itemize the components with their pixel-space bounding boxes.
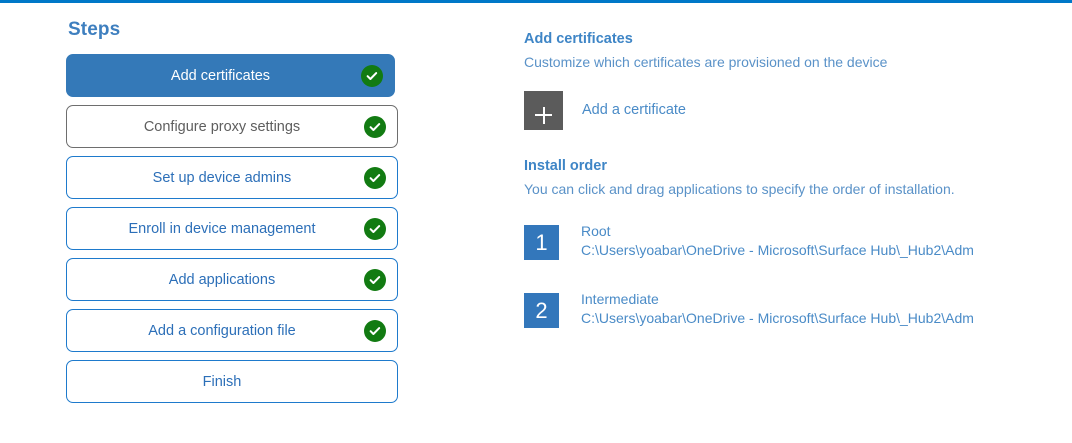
install-order-subtitle: You can click and drag applications to s…	[524, 181, 955, 197]
step-item-configure-proxy-settings[interactable]: Configure proxy settings	[66, 105, 398, 148]
plus-icon	[524, 91, 563, 130]
order-item-text: Intermediate C:\Users\yoabar\OneDrive - …	[581, 290, 974, 328]
step-label: Finish	[202, 373, 242, 390]
step-label: Add certificates	[170, 67, 271, 84]
step-label: Enroll in device management	[128, 220, 316, 237]
add-a-certificate-button[interactable]: Add a certificate	[524, 91, 714, 130]
install-order-item[interactable]: 1 Root C:\Users\yoabar\OneDrive - Micros…	[524, 222, 1044, 260]
check-circle-icon	[364, 268, 386, 291]
install-order-list: 1 Root C:\Users\yoabar\OneDrive - Micros…	[524, 222, 1044, 328]
certificate-name: Intermediate	[581, 291, 659, 307]
install-order-title: Install order	[524, 158, 607, 174]
detail-title: Add certificates	[524, 31, 633, 47]
order-number-badge: 1	[524, 225, 559, 260]
step-label: Add applications	[168, 271, 276, 288]
step-item-add-applications[interactable]: Add applications	[66, 258, 398, 301]
top-accent-rule	[0, 0, 1072, 3]
steps-heading: Steps	[68, 19, 121, 40]
certificate-name: Root	[581, 223, 611, 239]
install-order-block: Install order You can click and drag app…	[524, 157, 1044, 328]
step-item-add-a-configuration-file[interactable]: Add a configuration file	[66, 309, 398, 352]
check-circle-icon	[364, 166, 386, 189]
order-number-badge: 2	[524, 293, 559, 328]
step-item-set-up-device-admins[interactable]: Set up device admins	[66, 156, 398, 199]
add-a-certificate-label: Add a certificate	[582, 102, 686, 118]
check-circle-icon	[361, 64, 383, 87]
detail-subtitle: Customize which certificates are provisi…	[524, 54, 888, 70]
certificate-path: C:\Users\yoabar\OneDrive - Microsoft\Sur…	[581, 310, 974, 326]
order-item-text: Root C:\Users\yoabar\OneDrive - Microsof…	[581, 222, 974, 260]
certificate-path: C:\Users\yoabar\OneDrive - Microsoft\Sur…	[581, 242, 974, 258]
step-label: Set up device admins	[152, 169, 292, 186]
check-circle-icon	[364, 115, 386, 138]
step-item-enroll-in-device-management[interactable]: Enroll in device management	[66, 207, 398, 250]
check-circle-icon	[364, 319, 386, 342]
step-item-finish[interactable]: Finish	[66, 360, 398, 403]
detail-panel: Add certificates Customize which certifi…	[524, 30, 1044, 361]
step-label: Configure proxy settings	[143, 118, 301, 135]
install-order-item[interactable]: 2 Intermediate C:\Users\yoabar\OneDrive …	[524, 290, 1044, 328]
step-label: Add a configuration file	[148, 322, 296, 339]
step-item-add-certificates[interactable]: Add certificates	[66, 54, 395, 97]
steps-panel: Steps Add certificates Configure proxy s…	[66, 18, 398, 411]
check-circle-icon	[364, 217, 386, 240]
steps-list: Add certificates Configure proxy setting…	[66, 54, 398, 403]
